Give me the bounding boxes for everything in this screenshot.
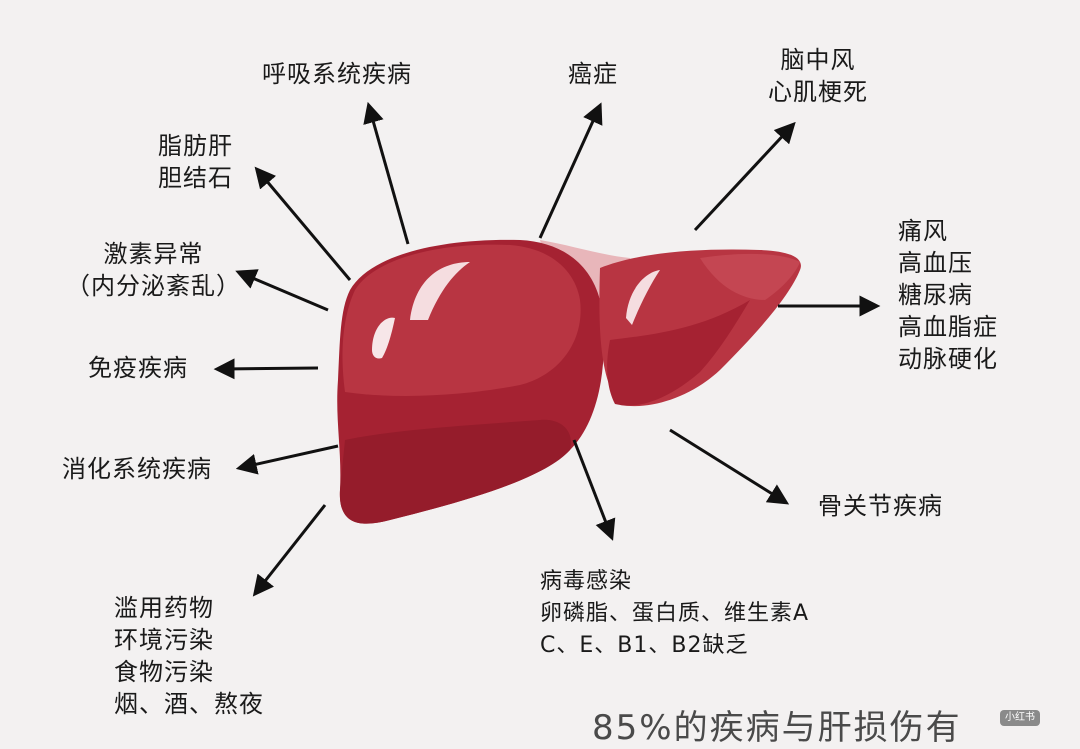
- label-line: 卵磷脂、蛋白质、维生素A: [540, 601, 810, 626]
- label-line: 免疫疾病: [88, 354, 188, 382]
- arrows: [213, 101, 881, 597]
- label-line: 烟、酒、熬夜: [114, 690, 264, 718]
- label-digestive: 消化系统疾病: [62, 453, 212, 485]
- label-line: 动脉硬化: [898, 345, 998, 373]
- bottom-caption: 85%的疾病与肝损伤有: [592, 708, 962, 748]
- label-line: 高血压: [898, 249, 973, 277]
- label-line: 滥用药物: [114, 594, 214, 622]
- label-line: 胆结石: [158, 164, 233, 192]
- label-hormone: 激素异常 （内分泌紊乱）: [66, 238, 241, 302]
- watermark: 小红书: [1000, 710, 1040, 726]
- label-line: 骨关节疾病: [818, 492, 943, 520]
- label-line: 高血脂症: [898, 313, 998, 341]
- label-causes: 滥用药物 环境污染 食物污染 烟、酒、熬夜: [114, 592, 264, 720]
- label-line: 癌症: [568, 60, 618, 88]
- label-metabolic: 痛风 高血压 糖尿病 高血脂症 动脉硬化: [898, 215, 998, 375]
- arrow-hormone: [235, 269, 329, 312]
- arrow-virus: [572, 439, 616, 541]
- label-line: 环境污染: [114, 626, 214, 654]
- arrow-digestive: [235, 444, 339, 475]
- label-line: 心肌梗死: [768, 78, 868, 106]
- arrow-immune: [213, 358, 319, 380]
- label-line: 糖尿病: [898, 281, 973, 309]
- label-stroke: 脑中风 心肌梗死: [768, 44, 868, 108]
- liver-diagram: [213, 101, 881, 597]
- arrow-fatty-liver: [254, 166, 352, 281]
- label-virus: 病毒感染 卵磷脂、蛋白质、维生素A C、E、B1、B2缺乏: [540, 566, 809, 662]
- label-line: 消化系统疾病: [62, 455, 212, 483]
- label-line: 呼吸系统疾病: [262, 60, 412, 88]
- arrow-cancer: [538, 102, 603, 239]
- label-line: 脑中风: [780, 46, 856, 74]
- label-line: 痛风: [898, 217, 948, 245]
- label-line: 病毒感染: [540, 569, 633, 594]
- arrow-stroke: [693, 121, 796, 232]
- label-line: （内分泌紊乱）: [66, 272, 241, 300]
- label-immune: 免疫疾病: [88, 352, 188, 384]
- label-line: 激素异常: [103, 240, 204, 268]
- label-fatty-liver: 脂肪肝 胆结石: [158, 130, 233, 194]
- label-respiratory: 呼吸系统疾病: [262, 58, 412, 90]
- arrow-causes: [252, 504, 327, 597]
- label-bone: 骨关节疾病: [818, 490, 943, 522]
- liver-illustration: [337, 239, 801, 524]
- label-line: 脂肪肝: [158, 132, 233, 160]
- label-line: C、E、B1、B2缺乏: [540, 633, 749, 658]
- arrow-respiratory: [363, 101, 410, 245]
- label-cancer: 癌症: [568, 58, 618, 90]
- arrow-bone: [669, 428, 790, 505]
- label-line: 食物污染: [114, 658, 214, 686]
